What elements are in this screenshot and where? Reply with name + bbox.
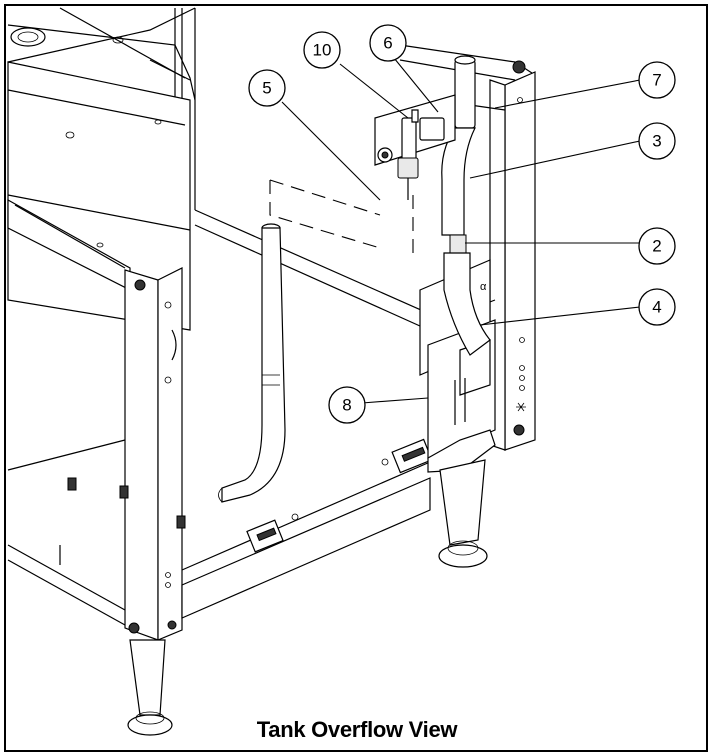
front-bottom-rail xyxy=(181,438,433,619)
right-cabinet xyxy=(194,44,536,451)
callout-7: 7 xyxy=(638,61,676,99)
overflow-pipe xyxy=(441,55,491,356)
valve-assembly xyxy=(374,94,456,200)
drain-hose xyxy=(218,223,286,503)
figure-caption: Tank Overflow View xyxy=(256,717,458,742)
right-leg xyxy=(438,459,488,568)
svg-text:6: 6 xyxy=(383,34,392,53)
svg-text:10: 10 xyxy=(313,41,332,60)
bracket-right xyxy=(391,438,433,474)
svg-text:5: 5 xyxy=(262,79,271,98)
callout-4: 4 xyxy=(638,288,676,326)
callout-8: 8 xyxy=(328,386,366,424)
dashed-routing xyxy=(269,179,414,255)
callout-leaders xyxy=(281,57,641,404)
left-cabinet xyxy=(7,7,196,331)
left-leg xyxy=(127,639,173,736)
svg-text:3: 3 xyxy=(652,132,661,151)
callout-3: 3 xyxy=(638,122,676,160)
left-front-post xyxy=(124,267,183,641)
svg-text:4: 4 xyxy=(652,298,661,317)
callout-2: 2 xyxy=(638,227,676,265)
callout-6: 6 xyxy=(369,24,407,62)
callout-5: 5 xyxy=(248,69,286,107)
svg-text:α: α xyxy=(480,281,487,293)
svg-text:8: 8 xyxy=(342,396,351,415)
svg-text:2: 2 xyxy=(652,237,661,256)
svg-text:7: 7 xyxy=(652,71,661,90)
bracket-left xyxy=(246,519,284,553)
tank-top-lid xyxy=(7,7,196,210)
callout-10: 10 xyxy=(303,31,341,69)
bottom-shelf xyxy=(7,439,186,626)
figure-border xyxy=(4,4,708,752)
